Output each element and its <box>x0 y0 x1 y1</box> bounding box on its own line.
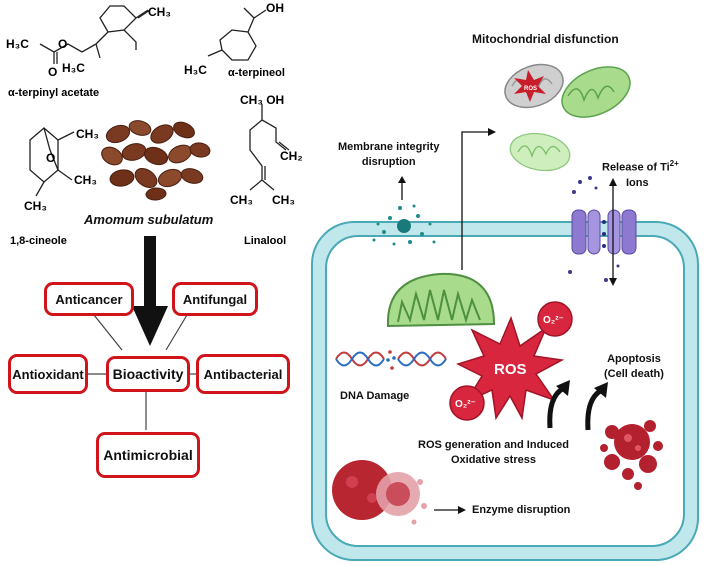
dna-damage-label: DNA Damage <box>340 390 410 402</box>
membrane-up-arrow-icon <box>398 176 406 200</box>
cineole-ch3-right: CH₃ <box>74 173 97 187</box>
ros-label: ROS <box>494 361 527 378</box>
ros-badge-label: ROS <box>524 86 537 92</box>
terpinyl-h3c-label: H₃C <box>6 37 29 51</box>
curved-arrow-ros-icon <box>547 380 570 429</box>
apoptosis-label: Apoptosis (Cell death) <box>604 352 664 382</box>
linalool-ch3-right: CH₃ <box>272 193 295 207</box>
bioactivity-connectors <box>84 309 200 430</box>
release-label-sup: 2+ <box>669 159 679 168</box>
terpinyl-o-label: O <box>58 37 67 51</box>
antimicrobial-box: Antimicrobial <box>96 432 200 478</box>
membrane-disruption-particles <box>372 204 436 246</box>
antibacterial-box: Antibacterial <box>196 354 290 394</box>
damaged-mitochondria-image: ROS <box>504 63 631 172</box>
antifungal-box: Antifungal <box>172 282 258 316</box>
mito-path-arrow <box>461 128 496 270</box>
terpinyl-h3c-bottom-label: H₃C <box>62 61 85 75</box>
mitochondrion-icon <box>386 272 496 328</box>
linalool-name: Linalool <box>244 235 286 247</box>
ros-generation-label: ROS generation and Induced Oxidative str… <box>418 438 569 468</box>
down-arrow-icon <box>132 236 168 346</box>
terpinyl-acetate-name: α-terpinyl acetate <box>8 87 99 99</box>
terpinyl-acetate-structure <box>39 5 151 64</box>
ros-burst-image: ROS <box>456 315 565 421</box>
membrane-label-line2: disruption <box>361 156 416 168</box>
anticancer-box: Anticancer <box>44 282 134 316</box>
release-label-line1: Release of Ti2+ <box>602 156 679 176</box>
cineole-name: 1,8-cineole <box>10 235 67 247</box>
dna-strand-image <box>335 350 447 370</box>
release-label-line2: Ions <box>626 176 649 189</box>
membrane-integrity-label: Membrane integrity disruption <box>338 140 439 170</box>
chemical-structures: H₃C O O CH₃ H₃C α-terpinyl acetate OH H₃… <box>6 1 303 247</box>
apoptosis-line2: (Cell death) <box>604 368 664 380</box>
terpineol-structure <box>207 7 267 61</box>
linalool-ch3oh: CH₃ OH <box>240 93 284 107</box>
enzyme-arrow-icon <box>434 506 466 514</box>
superoxide-bottom-icon: O₂²⁻ <box>449 385 485 421</box>
superoxide-top-icon: O₂²⁻ <box>537 301 573 337</box>
mitochondrial-disfunction-label: Mitochondrial disfunction <box>472 32 619 46</box>
enzyme-disruption-cell-image <box>332 460 427 525</box>
enzyme-disruption-label: Enzyme disruption <box>472 504 571 516</box>
ros-generation-line1: ROS generation and Induced <box>418 439 569 451</box>
cineole-o-label: O <box>46 151 55 165</box>
cineole-structure <box>29 127 75 197</box>
bioactivity-center-box: Bioactivity <box>106 356 190 392</box>
apoptosis-line1: Apoptosis <box>607 353 661 365</box>
superoxide-top-label: O₂²⁻ <box>543 315 564 326</box>
linalool-ch3-left: CH₃ <box>230 193 253 207</box>
plant-name-label: Amomum subulatum <box>84 212 214 227</box>
antioxidant-box: Antioxidant <box>8 354 88 394</box>
terpinyl-o2-label: O <box>48 65 57 79</box>
cineole-ch3-bottom: CH₃ <box>24 199 47 213</box>
membrane-label-line1: Membrane integrity <box>338 141 440 153</box>
cardamom-seeds-image <box>101 120 211 201</box>
terpineol-name: α-terpineol <box>228 67 285 79</box>
curved-arrow-apoptosis-icon <box>585 382 608 431</box>
release-label-text: Release of Ti <box>602 161 670 174</box>
linalool-structure <box>249 104 290 191</box>
terpinyl-ch3-label: CH₃ <box>148 5 171 19</box>
superoxide-bottom-label: O₂²⁻ <box>455 399 476 410</box>
release-ions-label: Release of Ti2+ Ions <box>602 156 679 191</box>
terpineol-h3c-label: H₃C <box>184 63 207 77</box>
terpineol-oh-label: OH <box>266 1 284 15</box>
ros-generation-line2: Oxidative stress <box>450 454 536 466</box>
ion-channel-image <box>568 176 637 286</box>
linalool-ch2: CH₂ <box>280 149 303 163</box>
cineole-ch3-top: CH₃ <box>76 127 99 141</box>
apoptotic-cell-image <box>600 420 663 490</box>
